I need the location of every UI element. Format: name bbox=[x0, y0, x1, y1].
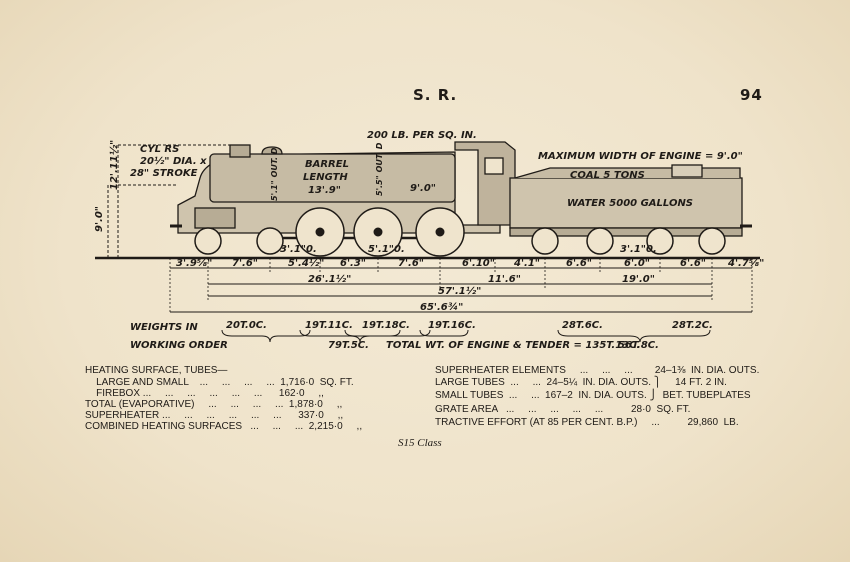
frame-height-label: 9'.0" bbox=[94, 206, 105, 232]
chimney bbox=[229, 144, 251, 158]
dimension-row1-label: 6'.6" bbox=[566, 258, 592, 269]
dimension-65ft: 65'.6¾" bbox=[420, 302, 463, 313]
pressure-label: 200 LB. PER SQ. IN. bbox=[367, 130, 477, 141]
page-number: 94 bbox=[740, 86, 763, 104]
cylinder-label-1: CYL RS bbox=[140, 144, 179, 155]
axle-weight-1: 20T.0C. bbox=[226, 320, 267, 331]
tender-wheel-2 bbox=[586, 227, 614, 255]
cylinder bbox=[194, 207, 236, 229]
weight-brace-1 bbox=[221, 329, 311, 343]
spec-line: SMALL TUBES ... ... 167–2 IN. DIA. OUTS.… bbox=[435, 390, 751, 401]
axle-weight-2: 19T.11C. bbox=[305, 320, 353, 331]
tender-wheel-1 bbox=[531, 227, 559, 255]
dimension-row1-label: 6'.3" bbox=[340, 258, 366, 269]
tender-wheel-4 bbox=[698, 227, 726, 255]
bogie-wheel-2 bbox=[256, 227, 284, 255]
dimension-row1-label: 5'.4½" bbox=[288, 257, 324, 269]
coal-label: COAL 5 TONS bbox=[570, 170, 645, 181]
dimension-row1-label: 7'.6" bbox=[398, 258, 424, 269]
tender-wheelbase-label: 3'.1"0. bbox=[620, 244, 657, 255]
tender-total-weight: 56T.8C. bbox=[618, 340, 659, 351]
dimension-row1-label: 6'.10" bbox=[462, 258, 495, 269]
grand-total-weight: TOTAL WT. OF ENGINE & TENDER = 135T.13C. bbox=[386, 340, 640, 351]
max-width-label: MAXIMUM WIDTH OF ENGINE = 9'.0" bbox=[538, 151, 743, 162]
spec-line: HEATING SURFACE, TUBES— bbox=[85, 365, 228, 376]
weights-label-1: WEIGHTS IN bbox=[130, 322, 198, 333]
coupled-wheelbase-label: 5'.1"0. bbox=[368, 244, 405, 255]
bogie-wheelbase-label: 3'.1"0. bbox=[280, 244, 317, 255]
spec-line: GRATE AREA ... ... ... ... ... 28·0 SQ. … bbox=[435, 404, 691, 415]
dimension-26ft: 26'.1½" bbox=[308, 273, 351, 285]
spec-line: FIREBOX ... ... ... ... ... ... 162·0 ,, bbox=[85, 388, 324, 399]
smokebox-diameter-label: 5'.1" OUT. D bbox=[270, 147, 279, 201]
axle-weight-4: 19T.16C. bbox=[428, 320, 476, 331]
spec-line: LARGE AND SMALL ... ... ... ... 1,716·0 … bbox=[85, 377, 354, 388]
figure-caption: S15 Class bbox=[398, 437, 442, 449]
cylinder-label-3: 28" STROKE bbox=[130, 168, 198, 179]
spec-line: COMBINED HEATING SURFACES ... ... ... 2,… bbox=[85, 421, 363, 432]
dimension-row1-label: 3'.9⅝" bbox=[176, 258, 212, 269]
spec-line: SUPERHEATER ... ... ... ... ... ... 337·… bbox=[85, 410, 344, 421]
dimension-row1-label: 6'.0" bbox=[624, 258, 650, 269]
tender-body bbox=[509, 177, 743, 229]
spec-line: TOTAL (EVAPORATIVE) ... ... ... ... 1,87… bbox=[85, 399, 343, 410]
cab-window bbox=[484, 157, 504, 175]
tender-axle-weight-1: 28T.6C. bbox=[562, 320, 603, 331]
dome bbox=[261, 146, 283, 155]
spec-line: TRACTIVE EFFORT (AT 85 PER CENT. B.P.) .… bbox=[435, 417, 739, 428]
axle-weight-3: 19T.18C. bbox=[362, 320, 410, 331]
barrel-label-1: BARREL bbox=[305, 159, 349, 170]
boiler bbox=[209, 153, 456, 203]
overall-height-label: 12'.11½" bbox=[108, 140, 120, 190]
dimension-row1-label: 7'.6" bbox=[232, 258, 258, 269]
dimension-19ft: 19'.0" bbox=[622, 274, 655, 285]
tender-axle-weight-2: 28T.2C. bbox=[672, 320, 713, 331]
page-header-title: S. R. bbox=[413, 86, 458, 104]
tender-weight-brace bbox=[557, 329, 711, 343]
cab bbox=[454, 141, 516, 226]
dimension-row1-label: 4'.1" bbox=[513, 258, 540, 269]
boiler-diameter-label: 5'.5" OUT. D bbox=[375, 142, 384, 196]
spec-line: SUPERHEATER ELEMENTS ... ... ... 24–1⅜ I… bbox=[435, 365, 760, 376]
dimension-11ft: 11'.6" bbox=[488, 274, 521, 285]
barrel-label-3: 13'.9" bbox=[308, 185, 341, 196]
cylinder-label-2: 20½" DIA. x bbox=[140, 155, 207, 167]
weight-brace-4 bbox=[419, 329, 469, 337]
tender-hatch bbox=[671, 164, 703, 178]
engine-total-weight: 79T.5C. bbox=[328, 340, 369, 351]
tender-frame bbox=[509, 227, 743, 237]
bogie-wheel-1 bbox=[194, 227, 222, 255]
weight-brace-3 bbox=[344, 329, 401, 337]
dimension-row1-label: 6'.6" bbox=[680, 258, 706, 269]
dimension-row1-label: 4'.7⅝" bbox=[727, 258, 764, 269]
tender-wheel-3 bbox=[646, 227, 674, 255]
firebox-length-label: 9'.0" bbox=[410, 183, 436, 194]
barrel-label-2: LENGTH bbox=[303, 172, 348, 183]
spec-line: LARGE TUBES ... ... 24–5¼ IN. DIA. OUTS.… bbox=[435, 377, 727, 388]
water-label: WATER 5000 GALLONS bbox=[567, 198, 693, 209]
dimension-57ft: 57'.1½" bbox=[438, 285, 481, 297]
weights-label-2: WORKING ORDER bbox=[130, 340, 228, 351]
dimension-row-1: 3'.9⅝" 7'.6" 5'.4½" 6'.3" 7'.6" 6'.10" 4'.1" 6'… bbox=[176, 257, 764, 269]
